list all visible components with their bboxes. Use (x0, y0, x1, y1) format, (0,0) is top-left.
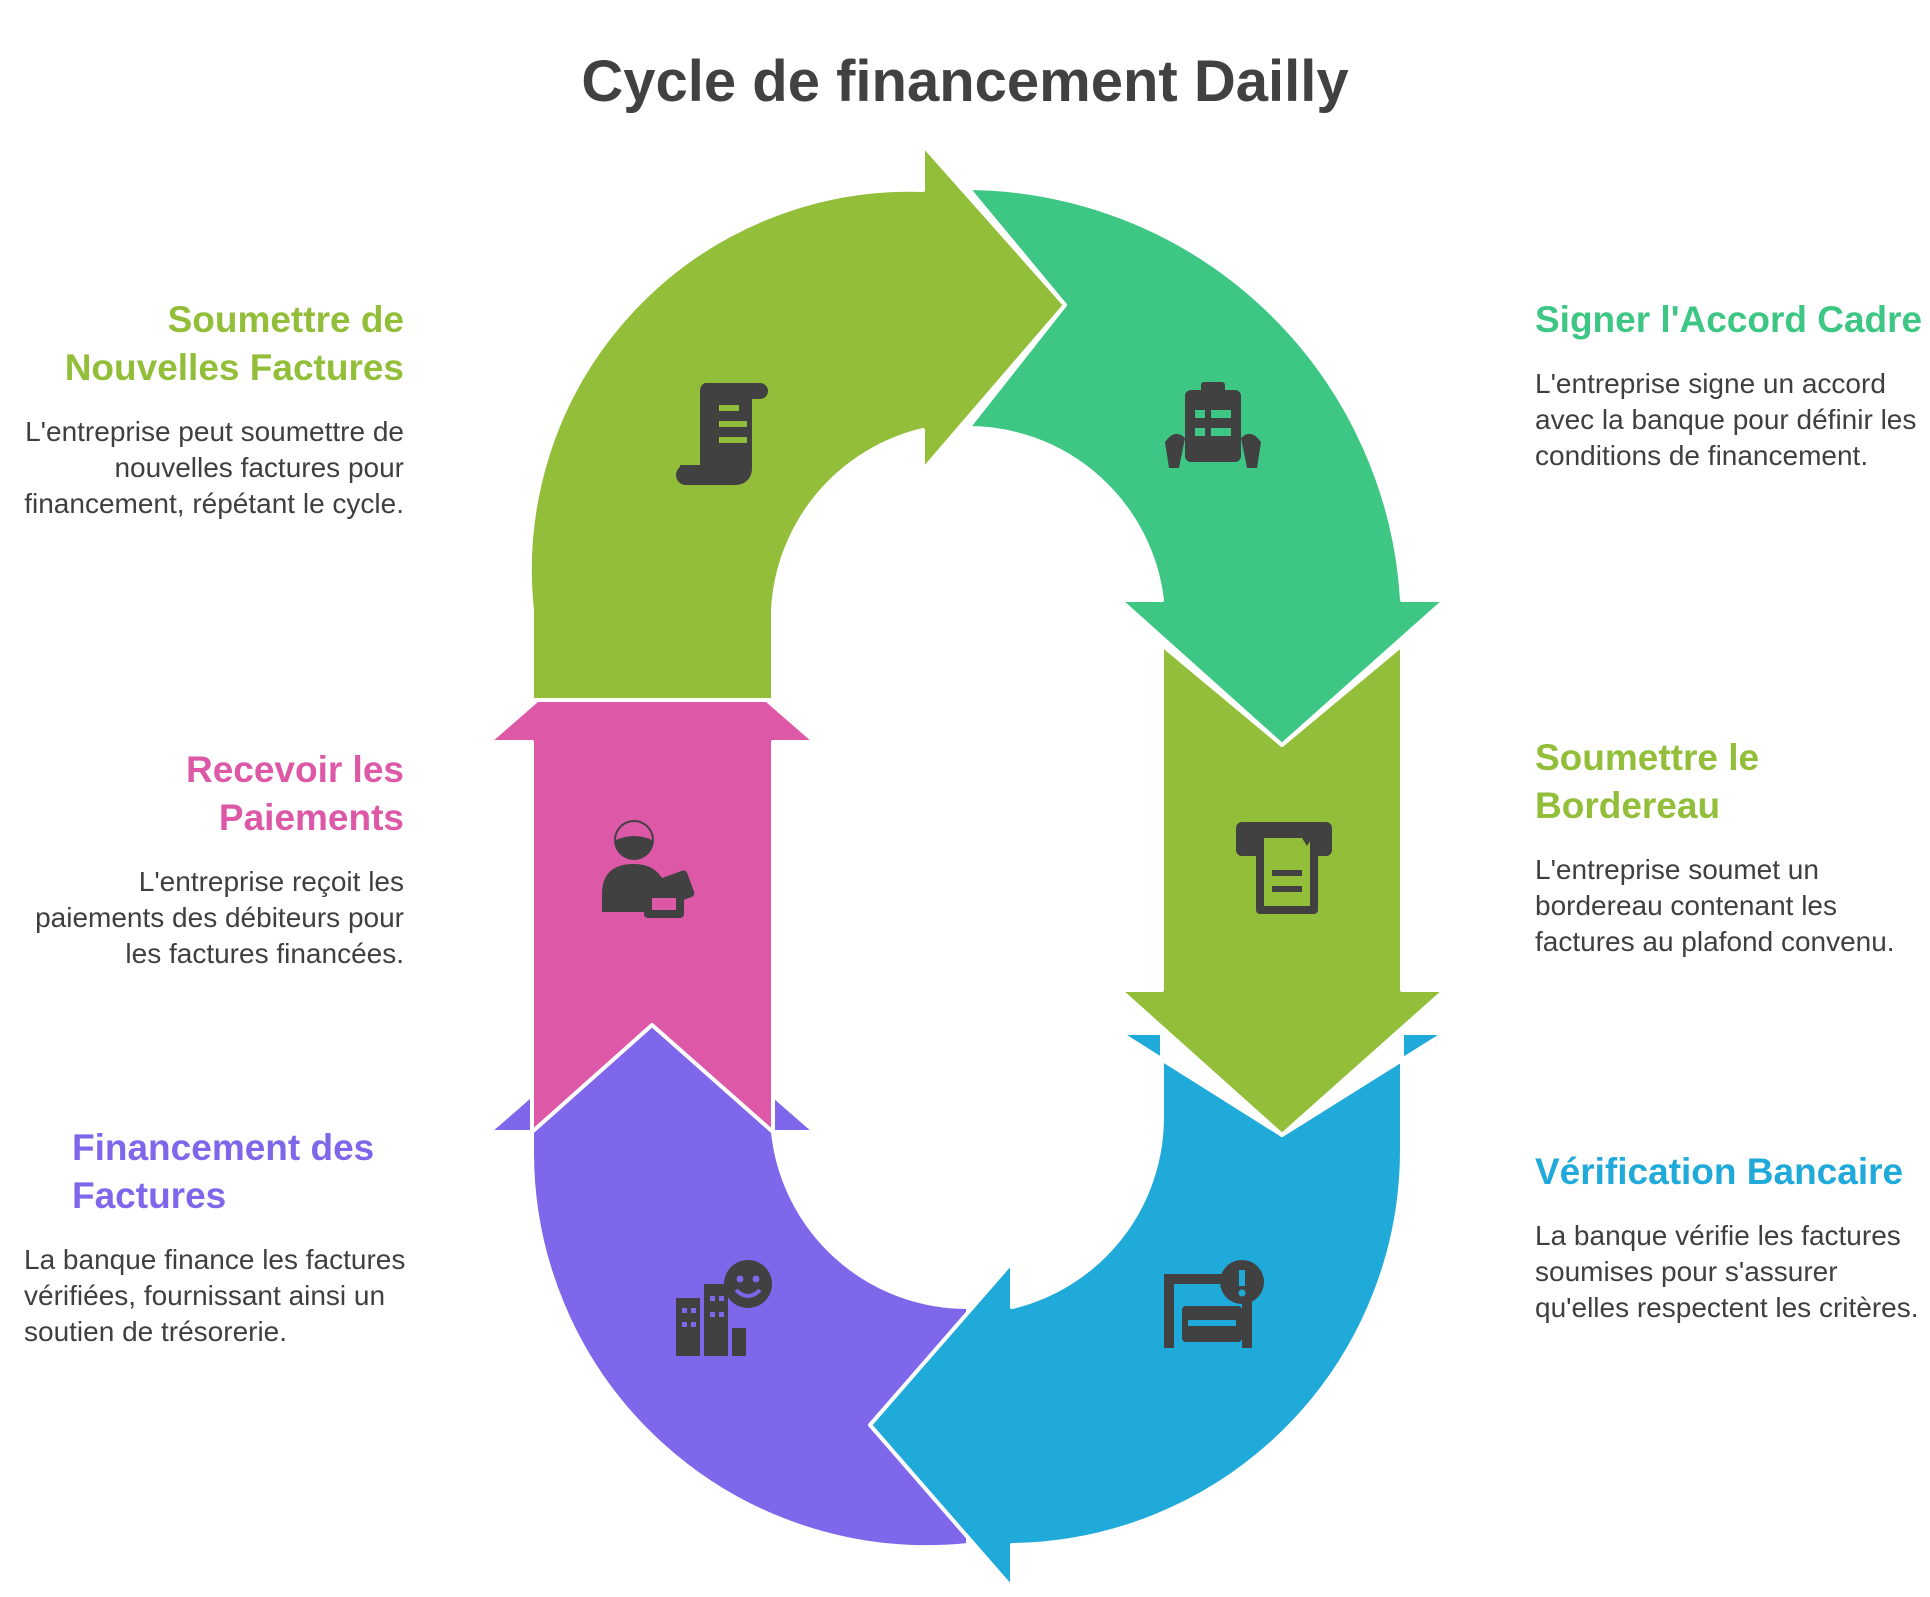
step-soumettre: Soumettre de Nouvelles Factures L'entrep… (4, 296, 404, 522)
step-title: Signer l'Accord Cadre (1535, 299, 1923, 340)
person-wallet-icon (602, 820, 695, 918)
arrow-soumettre (527, 143, 1067, 702)
arrow-financement (487, 988, 970, 1550)
step-bordereau: Soumettre le Bordereau L'entreprise soum… (1535, 734, 1930, 960)
step-title: Vérification Bancaire (1535, 1151, 1904, 1192)
receipt-scroll-icon (676, 383, 768, 485)
clipboard-hands-icon (1165, 382, 1261, 468)
arrow-paiements (487, 598, 817, 1134)
step-description: L'entreprise peut soumettre de nouvelles… (24, 416, 404, 519)
step-paiements: Recevoir les Paiements L'entreprise reço… (4, 746, 404, 972)
alert-card-icon (1164, 1260, 1264, 1348)
step-description: L'entreprise soumet un bordereau contena… (1535, 854, 1895, 957)
step-title: Soumettre le Bordereau (1535, 737, 1760, 826)
step-title: Soumettre de Nouvelles Factures (64, 299, 404, 388)
step-description: La banque finance les factures vérifiées… (24, 1244, 406, 1347)
step-title: Financement des Factures (72, 1127, 375, 1216)
step-description: La banque vérifie les factures soumises … (1535, 1220, 1919, 1323)
building-smile-icon (676, 1260, 772, 1356)
arrow-signer (966, 186, 1447, 747)
arrow-verification (868, 1031, 1447, 1590)
step-financement: Financement des Factures La banque finan… (24, 1124, 424, 1350)
step-signer: Signer l'Accord Cadre L'entreprise signe… (1535, 296, 1930, 474)
step-description: L'entreprise reçoit les paiements des dé… (35, 866, 404, 969)
document-form-icon (1236, 822, 1332, 914)
step-description: L'entreprise signe un accord avec la ban… (1535, 368, 1917, 471)
step-verification: Vérification Bancaire La banque vérifie … (1535, 1148, 1925, 1326)
page-title: Cycle de financement Dailly (581, 49, 1349, 114)
step-title: Recevoir les Paiements (185, 749, 404, 838)
